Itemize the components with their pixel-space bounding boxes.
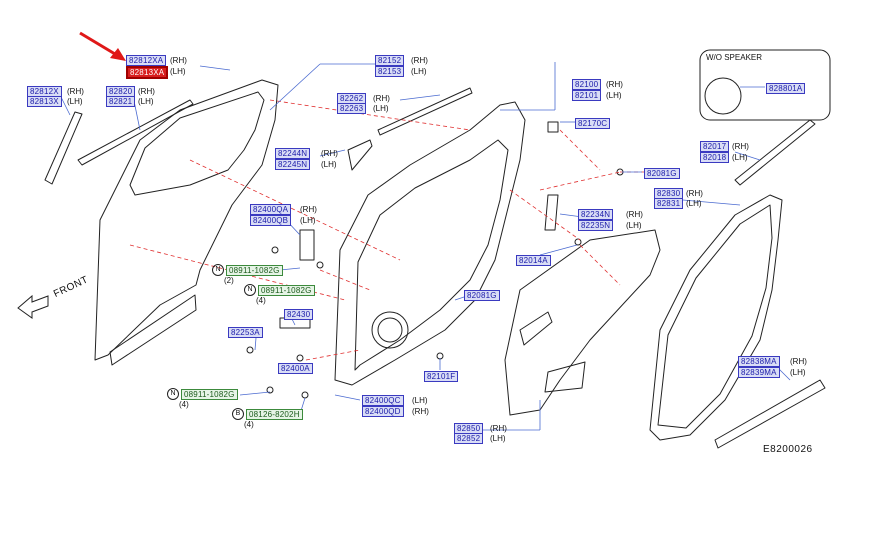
part-side: (LH): [790, 368, 806, 377]
part-number-08911-1082g[interactable]: 08911-1082G: [181, 389, 238, 400]
part-number-82100[interactable]: 82100: [572, 79, 602, 90]
part-number-82831[interactable]: 82831: [654, 198, 684, 209]
part-number-08911-1082g[interactable]: 08911-1082G: [226, 265, 283, 276]
part-number-82017[interactable]: 82017: [700, 141, 730, 152]
part-number-82813xa[interactable]: 82813XA: [126, 66, 169, 79]
door-trim-panel: [504, 229, 661, 416]
part-side: (RH): [606, 80, 623, 89]
part-number-82245n[interactable]: 82245N: [275, 159, 311, 170]
part-number-82153[interactable]: 82153: [375, 66, 405, 77]
part-number-82400qa[interactable]: 82400QA: [250, 204, 292, 215]
part-side: (LH): [373, 104, 389, 113]
fastener-type-marker: N: [244, 284, 256, 296]
part-number-82813x[interactable]: 82813X: [27, 96, 62, 107]
part-side: (LH): [732, 153, 748, 162]
part-number-82400qd[interactable]: 82400QD: [362, 406, 404, 417]
door-weatherstrip: [649, 194, 783, 441]
front-arrow-icon: [17, 294, 49, 319]
part-side: (RH): [412, 407, 429, 416]
part-number-82839ma[interactable]: 82839MA: [738, 367, 780, 378]
part-side: (RH): [321, 149, 338, 158]
part-side: (LH): [412, 396, 428, 405]
part-number-08126-8202h[interactable]: 08126-8202H: [246, 409, 303, 420]
part-number-82152[interactable]: 82152: [375, 55, 405, 66]
part-side: (LH): [490, 434, 506, 443]
part-side: (RH): [300, 205, 317, 214]
part-number-82852[interactable]: 82852: [454, 433, 484, 444]
part-number-82821[interactable]: 82821: [106, 96, 136, 107]
speaker-box-title: W/O SPEAKER: [706, 53, 763, 62]
part-number-82812xa[interactable]: 82812XA: [126, 55, 167, 66]
fastener-type-marker: N: [212, 264, 224, 276]
part-number-08911-1082g[interactable]: 08911-1082G: [258, 285, 315, 296]
part-number-82234n[interactable]: 82234N: [578, 209, 614, 220]
part-side: (LH): [300, 216, 316, 225]
part-number-82400qc[interactable]: 82400QC: [362, 395, 404, 406]
part-number-82101f[interactable]: 82101F: [424, 371, 459, 382]
part-side: (RH): [373, 94, 390, 103]
part-quantity: (4): [179, 400, 189, 409]
part-side: (LH): [411, 67, 427, 76]
part-number-82838ma[interactable]: 82838MA: [738, 356, 780, 367]
part-side: (RH): [626, 210, 643, 219]
diagram-code: E8200026: [763, 444, 813, 455]
part-side: (LH): [170, 67, 186, 76]
part-side: (RH): [411, 56, 428, 65]
highlight-arrow: [79, 31, 126, 61]
part-side: (RH): [490, 424, 507, 433]
fastener-type-marker: B: [232, 408, 244, 420]
part-side: (RH): [138, 87, 155, 96]
door-inner-frame: [334, 101, 526, 386]
part-side: (RH): [686, 189, 703, 198]
part-side: (RH): [732, 142, 749, 151]
part-number-828801a[interactable]: 828801A: [766, 83, 806, 94]
part-side: (LH): [606, 91, 622, 100]
part-side: (LH): [67, 97, 83, 106]
part-side: (LH): [626, 221, 642, 230]
part-number-82081g[interactable]: 82081G: [464, 290, 500, 301]
part-number-82253a[interactable]: 82253A: [228, 327, 263, 338]
part-number-82170c[interactable]: 82170C: [575, 118, 611, 129]
part-side: (LH): [138, 97, 154, 106]
part-number-82430[interactable]: 82430: [284, 309, 314, 320]
speaker-cover: [704, 77, 742, 115]
part-side: (RH): [790, 357, 807, 366]
belt-molding: [77, 99, 194, 166]
part-side: (RH): [67, 87, 84, 96]
fastener-type-marker: N: [167, 388, 179, 400]
part-number-82400qb[interactable]: 82400QB: [250, 215, 292, 226]
part-number-82244n[interactable]: 82244N: [275, 148, 311, 159]
door-outer-panel: [94, 79, 279, 361]
part-quantity: (4): [256, 296, 266, 305]
window-trim-strip: [44, 111, 83, 185]
part-number-82235n[interactable]: 82235N: [578, 220, 614, 231]
part-number-82081g[interactable]: 82081G: [644, 168, 680, 179]
part-number-82014a[interactable]: 82014A: [516, 255, 551, 266]
part-number-82101[interactable]: 82101: [572, 90, 602, 101]
part-number-82018[interactable]: 82018: [700, 152, 730, 163]
part-number-82263[interactable]: 82263: [337, 103, 367, 114]
part-side: (LH): [686, 199, 702, 208]
part-number-82400a[interactable]: 82400A: [278, 363, 313, 374]
part-quantity: (4): [244, 420, 254, 429]
part-side: (LH): [321, 160, 337, 169]
part-quantity: (2): [224, 276, 234, 285]
part-side: (RH): [170, 56, 187, 65]
